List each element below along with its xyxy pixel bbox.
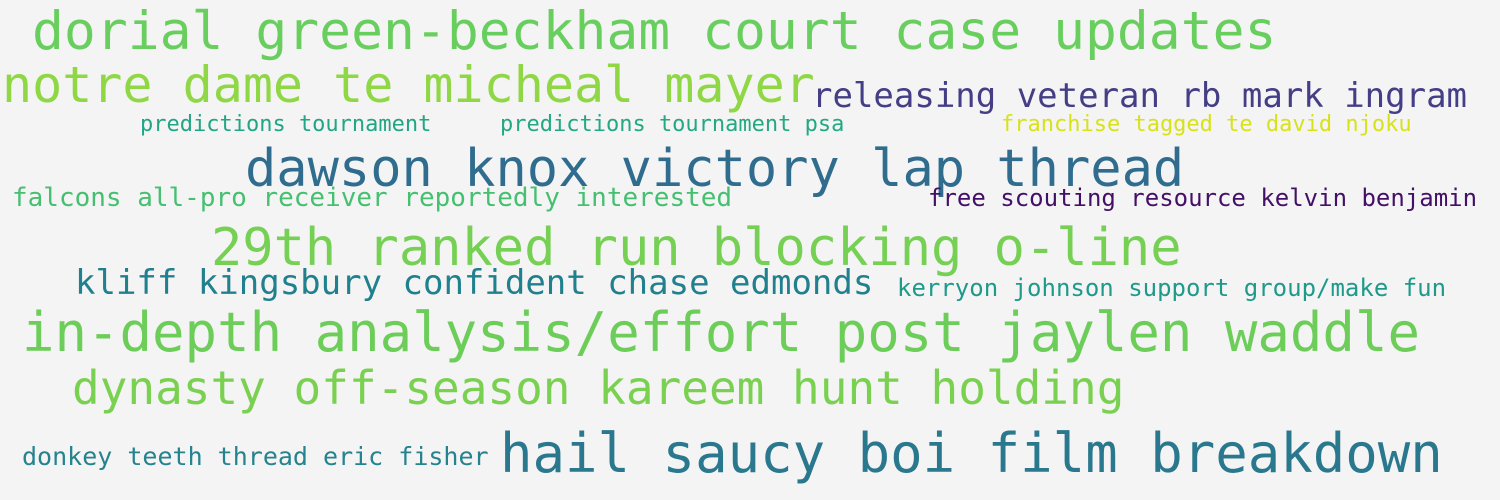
cloud-phrase: predictions tournament psa <box>500 112 845 137</box>
cloud-phrase: predictions tournament <box>140 112 432 137</box>
cloud-phrase: falcons all-pro receiver reportedly inte… <box>12 183 733 213</box>
cloud-phrase: kerryon johnson support group/make fun <box>897 274 1447 302</box>
cloud-phrase: notre dame te micheal mayer <box>2 56 815 114</box>
cloud-phrase: free scouting resource kelvin benjamin <box>928 184 1478 212</box>
cloud-phrase: dorial green-beckham court case updates <box>32 1 1277 62</box>
cloud-phrase: dawson knox victory lap thread <box>245 139 1185 199</box>
cloud-phrase: in-depth analysis/effort post jaylen wad… <box>22 301 1420 364</box>
cloud-phrase: dynasty off-season kareem hunt holding <box>72 361 1125 415</box>
cloud-phrase: hail saucy boi film breakdown <box>500 422 1443 485</box>
cloud-phrase: franchise tagged te david njoku <box>1001 112 1412 137</box>
cloud-phrase: releasing veteran rb mark ingram <box>812 76 1468 116</box>
cloud-phrase: donkey teeth thread eric fisher <box>22 442 489 471</box>
cloud-phrase: 29th ranked run blocking o-line <box>211 218 1182 278</box>
cloud-phrase: kliff kingsbury confident chase edmonds <box>75 263 874 303</box>
